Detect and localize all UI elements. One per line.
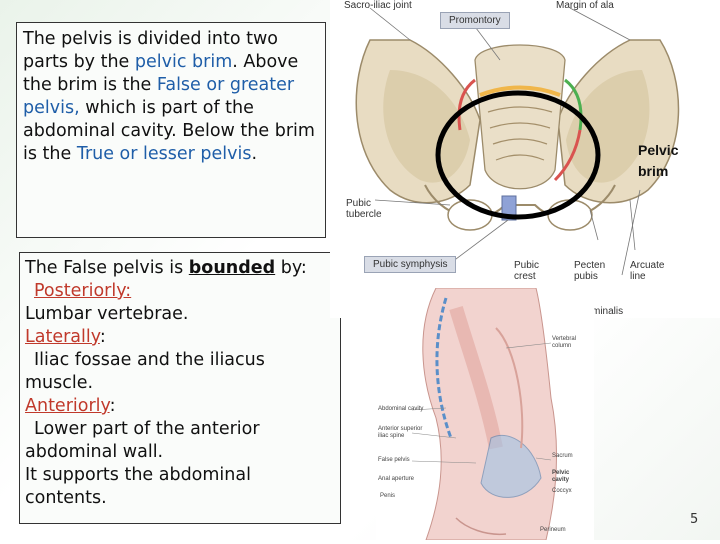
- label-pubic-crest: Pubic crest: [514, 260, 540, 282]
- label-pelvic-cavity: Pelvic cavity: [552, 470, 570, 483]
- posteriorly-heading: Posteriorly:: [34, 281, 132, 301]
- label-minalis: minalis: [592, 306, 624, 317]
- label-promontory: Promontory: [440, 12, 510, 29]
- label-sacrum: Sacrum: [552, 453, 573, 459]
- label-abdominal-cavity: Abdominal cavity: [378, 406, 424, 412]
- box1-text-3: which is part of the abdominal cavity. B…: [23, 98, 315, 164]
- posteriorly-text: Lumbar vertebrae.: [25, 304, 189, 324]
- anteriorly-colon: :: [109, 396, 116, 416]
- label-pecten-pubis: Pecten pubis: [574, 260, 606, 282]
- laterally-heading: Laterally: [25, 327, 100, 347]
- false-pelvis-term: False or greater pelvis,: [23, 75, 295, 118]
- label-false-pelvis: False pelvis: [378, 457, 410, 463]
- pelvic-brim-label: Pelvic brim: [638, 142, 679, 179]
- box1-text-1: The pelvis is divided into two parts by …: [23, 29, 278, 72]
- sagittal-illustration-panel: Vertebral column Abdominal cavity Anteri…: [376, 287, 594, 541]
- laterally-colon: :: [99, 327, 106, 347]
- true-pelvis-term: True or lesser pelvis: [76, 144, 252, 164]
- laterally-text: Iliac fossae and the iliacus muscle.: [25, 350, 265, 393]
- anteriorly-heading-line: Anteriorly:: [25, 395, 335, 418]
- label-perineum: Perineum: [540, 527, 566, 533]
- false-pelvis-boundaries-textbox: The False pelvis is bounded by: Posterio…: [19, 252, 341, 524]
- label-penis: Penis: [380, 493, 396, 499]
- sagittal-illustration: [411, 287, 557, 541]
- label-asis: Anterior superior iliac spine: [378, 426, 423, 439]
- pelvis-illustration: [355, 7, 680, 276]
- page-number: 5: [690, 512, 699, 527]
- posteriorly-heading-line: Posteriorly:: [25, 280, 335, 303]
- label-anal-aperture: Anal aperture: [378, 476, 415, 482]
- anteriorly-heading: Anteriorly: [25, 396, 110, 416]
- box1-text-4: .: [251, 144, 258, 164]
- label-coccyx: Coccyx: [552, 488, 572, 494]
- supports-text: It supports the abdominal contents.: [25, 465, 251, 508]
- intro-text-end: by:: [275, 258, 307, 278]
- laterally-heading-line: Laterally:: [25, 326, 335, 349]
- label-pubic-tubercle: Pubic tubercle: [346, 198, 382, 220]
- anteriorly-text: Lower part of the anterior abdominal wal…: [25, 419, 260, 462]
- label-vertebral-column: Vertebral column: [552, 336, 577, 349]
- intro-bold: bounded: [188, 258, 276, 278]
- intro-text: The False pelvis is: [25, 258, 189, 278]
- pelvis-illustration-panel: Sacro-iliac joint Margin of ala Promonto…: [330, 0, 720, 318]
- pelvic-brim-term: pelvic brim: [134, 52, 233, 72]
- label-margin-of-ala: Margin of ala: [556, 0, 614, 11]
- label-arcuate-line: Arcuate line: [630, 260, 665, 282]
- label-sacro-iliac-joint: Sacro-iliac joint: [344, 0, 412, 11]
- pelvis-division-textbox: The pelvis is divided into two parts by …: [16, 22, 326, 238]
- boundaries-intro: The False pelvis is bounded by:: [25, 257, 335, 280]
- box1-text-2: . Above the brim is the: [23, 52, 299, 95]
- label-pubic-symphysis: Pubic symphysis: [364, 256, 457, 273]
